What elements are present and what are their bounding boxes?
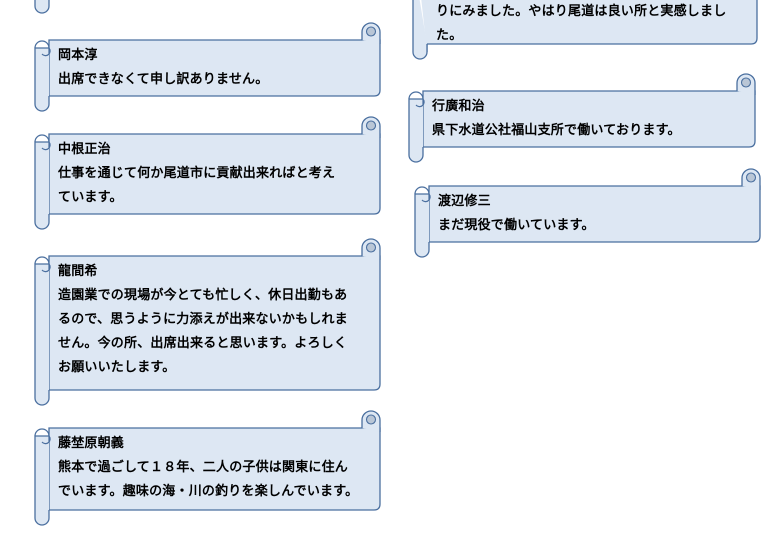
message-line: りにみました。やはり尾道は良い所と実感しまし xyxy=(436,4,727,19)
scroll-roll-left xyxy=(408,98,424,163)
scroll-roll-left xyxy=(34,47,50,112)
scroll-okamoto: 岡本淳 出席できなくて申し訳ありません。 xyxy=(32,22,384,112)
person-name: 渡辺修三 xyxy=(438,194,491,209)
scroll-frame xyxy=(412,0,758,60)
message-line: まだ現役で働いています。 xyxy=(438,218,595,233)
scroll-body xyxy=(428,185,761,243)
scroll-curl-left xyxy=(34,40,51,57)
scroll-curl-left xyxy=(34,428,51,445)
scroll-body xyxy=(422,90,756,148)
person-name: 龍間希 xyxy=(58,264,98,279)
scroll-watanabe: 渡辺修三 まだ現役で働いています。 xyxy=(412,168,764,258)
scroll-roll-left xyxy=(34,263,50,406)
scroll-kimaki: 龍間希 造園業での現場が今とても忙しく、休日出勤もあ るので、思うように力添えが… xyxy=(32,238,384,406)
person-name: 中根正治 xyxy=(58,142,111,157)
message-line: せん。今の所、出席出来ると思います。よろしく xyxy=(58,336,348,351)
scroll-curl-bottom xyxy=(34,0,50,14)
message-line: るので、思うように力添えが出来ないかもしれま xyxy=(58,312,348,327)
message-line: お願いいたします。 xyxy=(58,360,176,375)
scroll-top-right: りにみました。やはり尾道は良い所と実感しまし た。 xyxy=(410,0,764,64)
message-line: 県下水道公社福山支所で働いております。 xyxy=(432,123,681,138)
scroll-yukihiro: 行廣和治 県下水道公社福山支所で働いております。 xyxy=(406,73,759,163)
person-name: 行廣和治 xyxy=(432,99,485,114)
scroll-frame xyxy=(414,168,761,258)
message-line: た。 xyxy=(436,28,463,43)
scroll-curl-left xyxy=(414,186,431,203)
scroll-top-left xyxy=(32,0,384,16)
scroll-frame xyxy=(34,22,381,112)
message-line: でいます。趣味の海・川の釣りを楽しんでいます。 xyxy=(58,484,359,499)
person-name: 藤埜原朝義 xyxy=(58,436,125,451)
scroll-frame xyxy=(34,0,50,14)
scroll-roll-left xyxy=(414,193,430,258)
scroll-roll-left xyxy=(34,141,50,230)
message-line: 造園業での現場が今とても忙しく、休日出勤もあ xyxy=(58,288,348,303)
person-name: 岡本淳 xyxy=(58,48,98,63)
scroll-body xyxy=(48,255,381,391)
message-line: 出席できなくて申し訳ありません。 xyxy=(58,72,269,87)
scroll-curl-top-inner xyxy=(740,77,752,88)
scroll-curl-left xyxy=(408,91,425,108)
scroll-curl-top-inner xyxy=(365,120,377,131)
scroll-frame xyxy=(34,238,381,406)
scroll-frame xyxy=(34,116,381,230)
scroll-frame xyxy=(408,73,756,163)
scroll-roll-left xyxy=(34,435,50,526)
scroll-fujiwara: 藤埜原朝義 熊本で過ごして１８年、二人の子供は関東に住ん でいます。趣味の海・川… xyxy=(32,410,384,526)
message-line: 仕事を通じて何か尾道市に貢献出来ればと考え xyxy=(58,166,336,181)
message-line: ています。 xyxy=(58,190,123,205)
scroll-body xyxy=(421,0,758,52)
scroll-body xyxy=(48,427,381,511)
scroll-curl-top-inner xyxy=(365,26,377,37)
scroll-curl-top-inner xyxy=(365,414,377,425)
scroll-curl-top-inner xyxy=(745,172,757,183)
scroll-nakane: 中根正治 仕事を通じて何か尾道市に貢献出来ればと考え ています。 xyxy=(32,116,384,230)
scroll-frame xyxy=(34,410,381,526)
scroll-body xyxy=(48,39,381,97)
scroll-body xyxy=(48,133,381,215)
scroll-curl-bottom xyxy=(412,0,428,60)
scroll-curl-top-inner xyxy=(365,242,377,253)
scroll-curl-left xyxy=(34,134,51,151)
scroll-curl-left xyxy=(34,256,51,273)
message-line: 熊本で過ごして１８年、二人の子供は関東に住ん xyxy=(58,460,349,475)
